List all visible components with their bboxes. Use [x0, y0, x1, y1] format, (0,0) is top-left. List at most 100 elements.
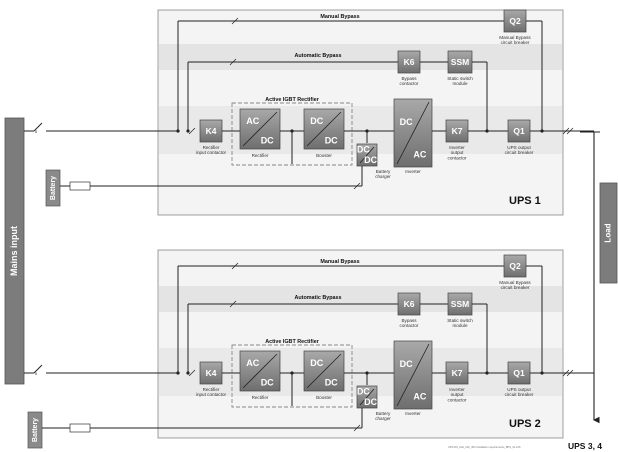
k6-contactor-label: K6 — [404, 57, 415, 67]
k6-caption: Bypass — [401, 76, 417, 81]
battery-label: Battery — [50, 176, 57, 200]
k4-contactor-label: K4 — [206, 126, 217, 136]
inverter-diagonal — [396, 101, 430, 165]
switch-marker: x — [35, 371, 38, 376]
auto-bypass-label: Automatic Bypass — [294, 53, 341, 59]
battery — [27, 411, 43, 449]
rectifier-diagonal — [242, 353, 278, 389]
bypass-band — [159, 286, 562, 312]
ups-title: UPS 2 — [509, 418, 541, 430]
junction-dot — [176, 371, 180, 375]
rectifier-group-label: Active IGBT Rectifier — [265, 97, 320, 103]
battery-tick — [353, 182, 361, 190]
auto-bypass-tick — [229, 300, 237, 308]
mains-tick — [188, 127, 196, 135]
mains-input-bar — [4, 117, 25, 385]
q1-breaker-label: Q1 — [513, 126, 525, 136]
junction-dot — [186, 129, 190, 133]
manual-bypass-tick — [231, 262, 239, 270]
output-tick — [566, 127, 574, 135]
k7-caption: output — [451, 392, 464, 397]
k7-caption: Inverter — [449, 145, 465, 150]
q1-caption: circuit breaker — [505, 392, 534, 397]
q2-caption: Manual Bypass — [499, 280, 531, 285]
inverter-top-label: DC — [400, 359, 413, 369]
ssm-caption: Static switch — [447, 76, 473, 81]
booster-bottom-label: DC — [325, 135, 338, 145]
q2-breaker-label: Q2 — [509, 16, 521, 26]
k4-caption: input contactor — [196, 392, 227, 397]
manual-bypass-tick — [231, 17, 239, 25]
q1-caption: circuit breaker — [505, 150, 534, 155]
booster-diagonal — [306, 353, 342, 389]
booster-diagonal — [306, 111, 342, 147]
rectifier-bottom-label: DC — [261, 377, 274, 387]
switch-marker: x — [35, 129, 38, 134]
ups-panel — [157, 249, 564, 439]
booster-top-label: DC — [310, 116, 323, 126]
input-switch — [33, 122, 43, 132]
k7-contactor-label: K7 — [452, 126, 463, 136]
inverter-top-label: DC — [400, 117, 413, 127]
bypass-band — [159, 44, 562, 70]
battery-fuse — [69, 423, 91, 433]
ssm-caption: Static switch — [447, 318, 473, 323]
rectifier-group-label: Active IGBT Rectifier — [265, 339, 320, 345]
booster-top-label: DC — [310, 358, 323, 368]
k4-caption: Rectifier — [203, 387, 220, 392]
junction-dot — [176, 129, 180, 133]
charger-caption: Battery — [376, 411, 391, 416]
junction-dot — [186, 371, 190, 375]
battery-charger-top-label: DC — [357, 386, 370, 396]
battery-tick — [353, 424, 361, 432]
k7-caption: Inverter — [449, 387, 465, 392]
rectifier-top-label: AC — [246, 358, 259, 368]
battery-charger-bottom-label: DC — [364, 155, 377, 165]
ssm-module-label: SSM — [451, 57, 469, 67]
battery-charger-diagonal — [359, 388, 375, 406]
inverter-bottom-label: AC — [413, 391, 426, 401]
load-bar — [599, 182, 618, 284]
q1-breaker-label: Q1 — [513, 368, 525, 378]
rectifier-bottom-label: DC — [261, 135, 274, 145]
rectifier-group — [231, 102, 353, 166]
k7-contactor-label: K7 — [452, 368, 463, 378]
rectifier-caption: Rectifier — [252, 395, 269, 400]
battery-label: Battery — [32, 418, 39, 442]
inverter-caption: Inverter — [405, 169, 421, 174]
booster-caption: Booster — [316, 153, 332, 158]
battery-charger-diagonal — [359, 146, 375, 164]
footer-reference: UPS-DS_IGH_100_300 Installation requirem… — [448, 445, 521, 449]
output-tick — [566, 369, 574, 377]
k4-caption: Rectifier — [203, 145, 220, 150]
booster-bottom-label: DC — [325, 377, 338, 387]
k7-caption: contactor — [448, 155, 467, 160]
k7-caption: output — [451, 150, 464, 155]
k7-caption: contactor — [448, 397, 467, 402]
k6-contactor-label: K6 — [404, 299, 415, 309]
manual-bypass-label: Manual Bypass — [320, 259, 359, 265]
ssm-module-label: SSM — [451, 299, 469, 309]
load-label: Load — [604, 223, 613, 242]
inverter-bottom-label: AC — [413, 149, 426, 159]
q2-caption: circuit breaker — [501, 285, 530, 290]
q2-caption: Manual Bypass — [499, 35, 531, 40]
q1-caption: UPS output — [507, 145, 531, 150]
q1-caption: UPS output — [507, 387, 531, 392]
rectifier-group — [231, 344, 353, 408]
manual-bypass-label: Manual Bypass — [320, 14, 359, 20]
inverter-caption: Inverter — [405, 411, 421, 416]
k4-contactor-label: K4 — [206, 368, 217, 378]
rectifier-caption: Rectifier — [252, 153, 269, 158]
rectifier-diagonal — [242, 111, 278, 147]
output-tick — [562, 127, 570, 135]
input-switch — [33, 364, 43, 374]
charger-caption: charger — [375, 174, 391, 179]
k6-caption: Bypass — [401, 318, 417, 323]
charger-caption: charger — [375, 416, 391, 421]
ups34-label: UPS 3, 4 — [568, 441, 602, 451]
rectifier-top-label: AC — [246, 116, 259, 126]
